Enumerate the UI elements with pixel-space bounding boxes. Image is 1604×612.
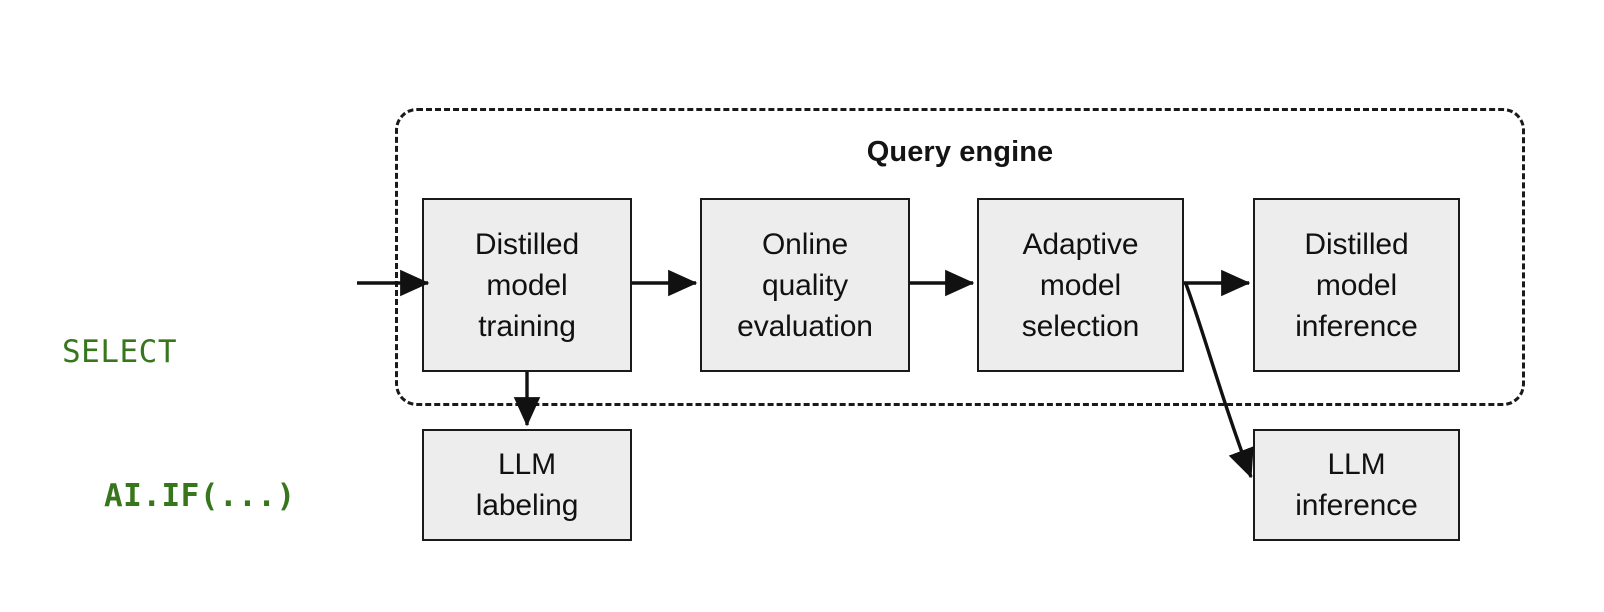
sql-keyword-select: SELECT <box>62 334 177 370</box>
sql-query-label: SELECT AI.IF(...) <box>56 232 346 612</box>
node-distilled-model-training[interactable]: Distilled model training <box>422 198 632 372</box>
query-engine-group <box>395 108 1525 406</box>
node-llm-labeling[interactable]: LLM labeling <box>422 429 632 541</box>
node-online-quality-evaluation[interactable]: Online quality evaluation <box>700 198 910 372</box>
sql-function-ai-if: AI.IF(...) <box>104 478 296 514</box>
node-adaptive-model-selection[interactable]: Adaptive model selection <box>977 198 1184 372</box>
node-llm-inference[interactable]: LLM inference <box>1253 429 1460 541</box>
query-engine-title: Query engine <box>866 136 1054 168</box>
node-distilled-model-inference[interactable]: Distilled model inference <box>1253 198 1460 372</box>
